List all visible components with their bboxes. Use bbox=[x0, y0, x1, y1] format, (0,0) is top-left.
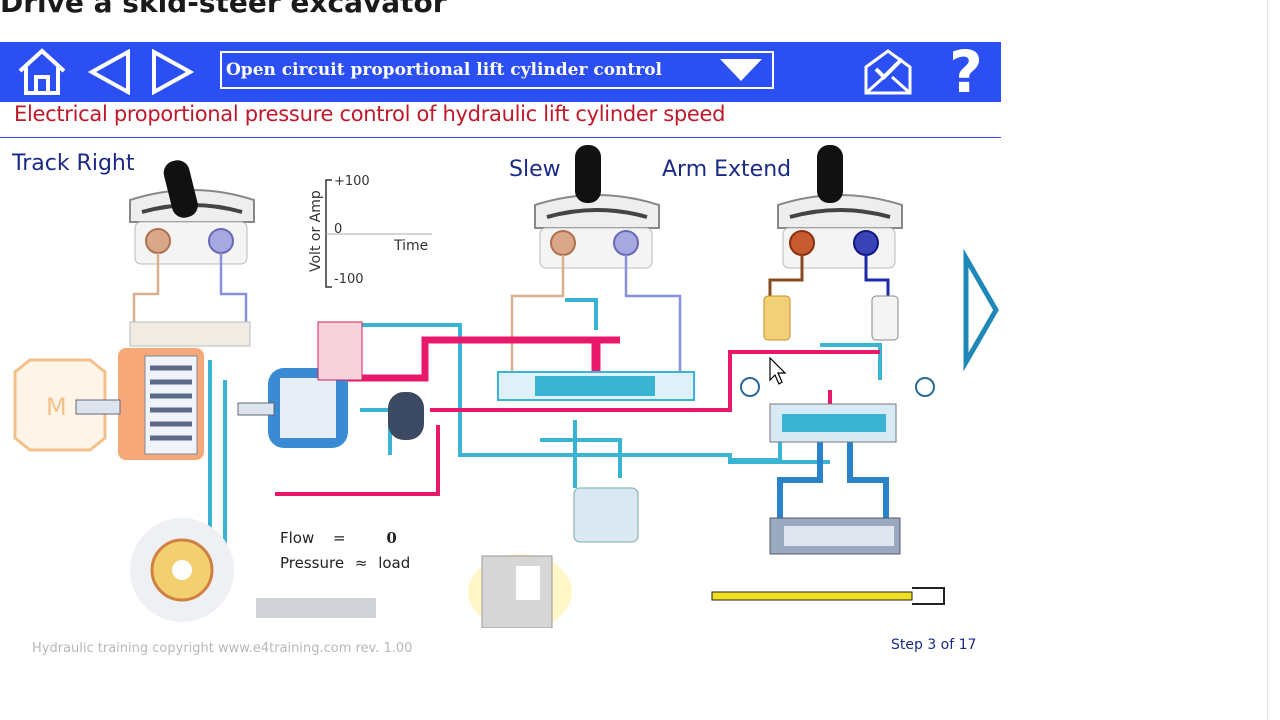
back-icon[interactable] bbox=[86, 42, 134, 102]
divider bbox=[0, 137, 1001, 138]
pressure-eq: ≈ bbox=[354, 554, 368, 572]
signal-graph bbox=[325, 179, 432, 288]
next-step-arrow[interactable] bbox=[963, 248, 999, 372]
copyright-footer: Hydraulic training copyright www.e4train… bbox=[32, 641, 413, 656]
flow-eq: = bbox=[333, 529, 346, 547]
circuit-select-value: Open circuit proportional lift cylinder … bbox=[226, 60, 662, 80]
flow-readout: Flow = 0 bbox=[280, 529, 397, 547]
proportional-valves bbox=[740, 295, 935, 443]
piston-pump bbox=[573, 487, 639, 543]
joystick-slew[interactable] bbox=[534, 145, 660, 269]
graph-mid-value: 0 bbox=[334, 222, 343, 237]
graph-bottom-value: -100 bbox=[334, 272, 364, 287]
hydraulic-circuit-diagram bbox=[13, 145, 999, 628]
chevron-down-icon bbox=[720, 59, 762, 93]
track-right-label: Track Right bbox=[12, 151, 135, 176]
forward-icon[interactable] bbox=[148, 42, 196, 102]
flow-label: Flow bbox=[280, 529, 315, 547]
pressure-value: load bbox=[378, 554, 411, 572]
page-edge bbox=[1267, 0, 1268, 720]
excavator-cab bbox=[468, 554, 572, 628]
step-indicator: Step 3 of 17 bbox=[891, 637, 977, 653]
pump-assembly bbox=[75, 321, 363, 460]
mouse-cursor-icon bbox=[769, 356, 787, 385]
page-subtitle: Electrical proportional pressure control… bbox=[14, 102, 726, 126]
help-button[interactable]: ? bbox=[949, 38, 983, 106]
graph-top-value: +100 bbox=[334, 174, 370, 189]
circuit-select[interactable]: Open circuit proportional lift cylinder … bbox=[220, 51, 774, 89]
pressure-label: Pressure bbox=[280, 554, 345, 572]
lift-cylinder bbox=[769, 517, 901, 555]
flow-value: 0 bbox=[386, 529, 397, 547]
motor-symbol: M bbox=[46, 393, 67, 421]
graph-xlabel: Time bbox=[394, 238, 429, 254]
pressure-readout: Pressure ≈ load bbox=[280, 554, 410, 572]
arm-extend-label: Arm Extend bbox=[662, 157, 792, 182]
graph-ylabel: Volt or Amp bbox=[308, 190, 324, 272]
slew-label: Slew bbox=[509, 157, 561, 182]
home-icon[interactable] bbox=[14, 42, 70, 102]
shuttle-valve bbox=[388, 392, 424, 440]
page-heading: Drive a skid-steer excavator bbox=[0, 0, 447, 19]
slew-motor bbox=[130, 518, 234, 622]
joystick-track-right[interactable] bbox=[129, 158, 255, 265]
excavator-arm bbox=[711, 587, 945, 605]
joystick-arm-extend[interactable] bbox=[777, 145, 903, 269]
envelope-check-icon[interactable] bbox=[860, 42, 916, 102]
oil-filter bbox=[256, 598, 376, 618]
